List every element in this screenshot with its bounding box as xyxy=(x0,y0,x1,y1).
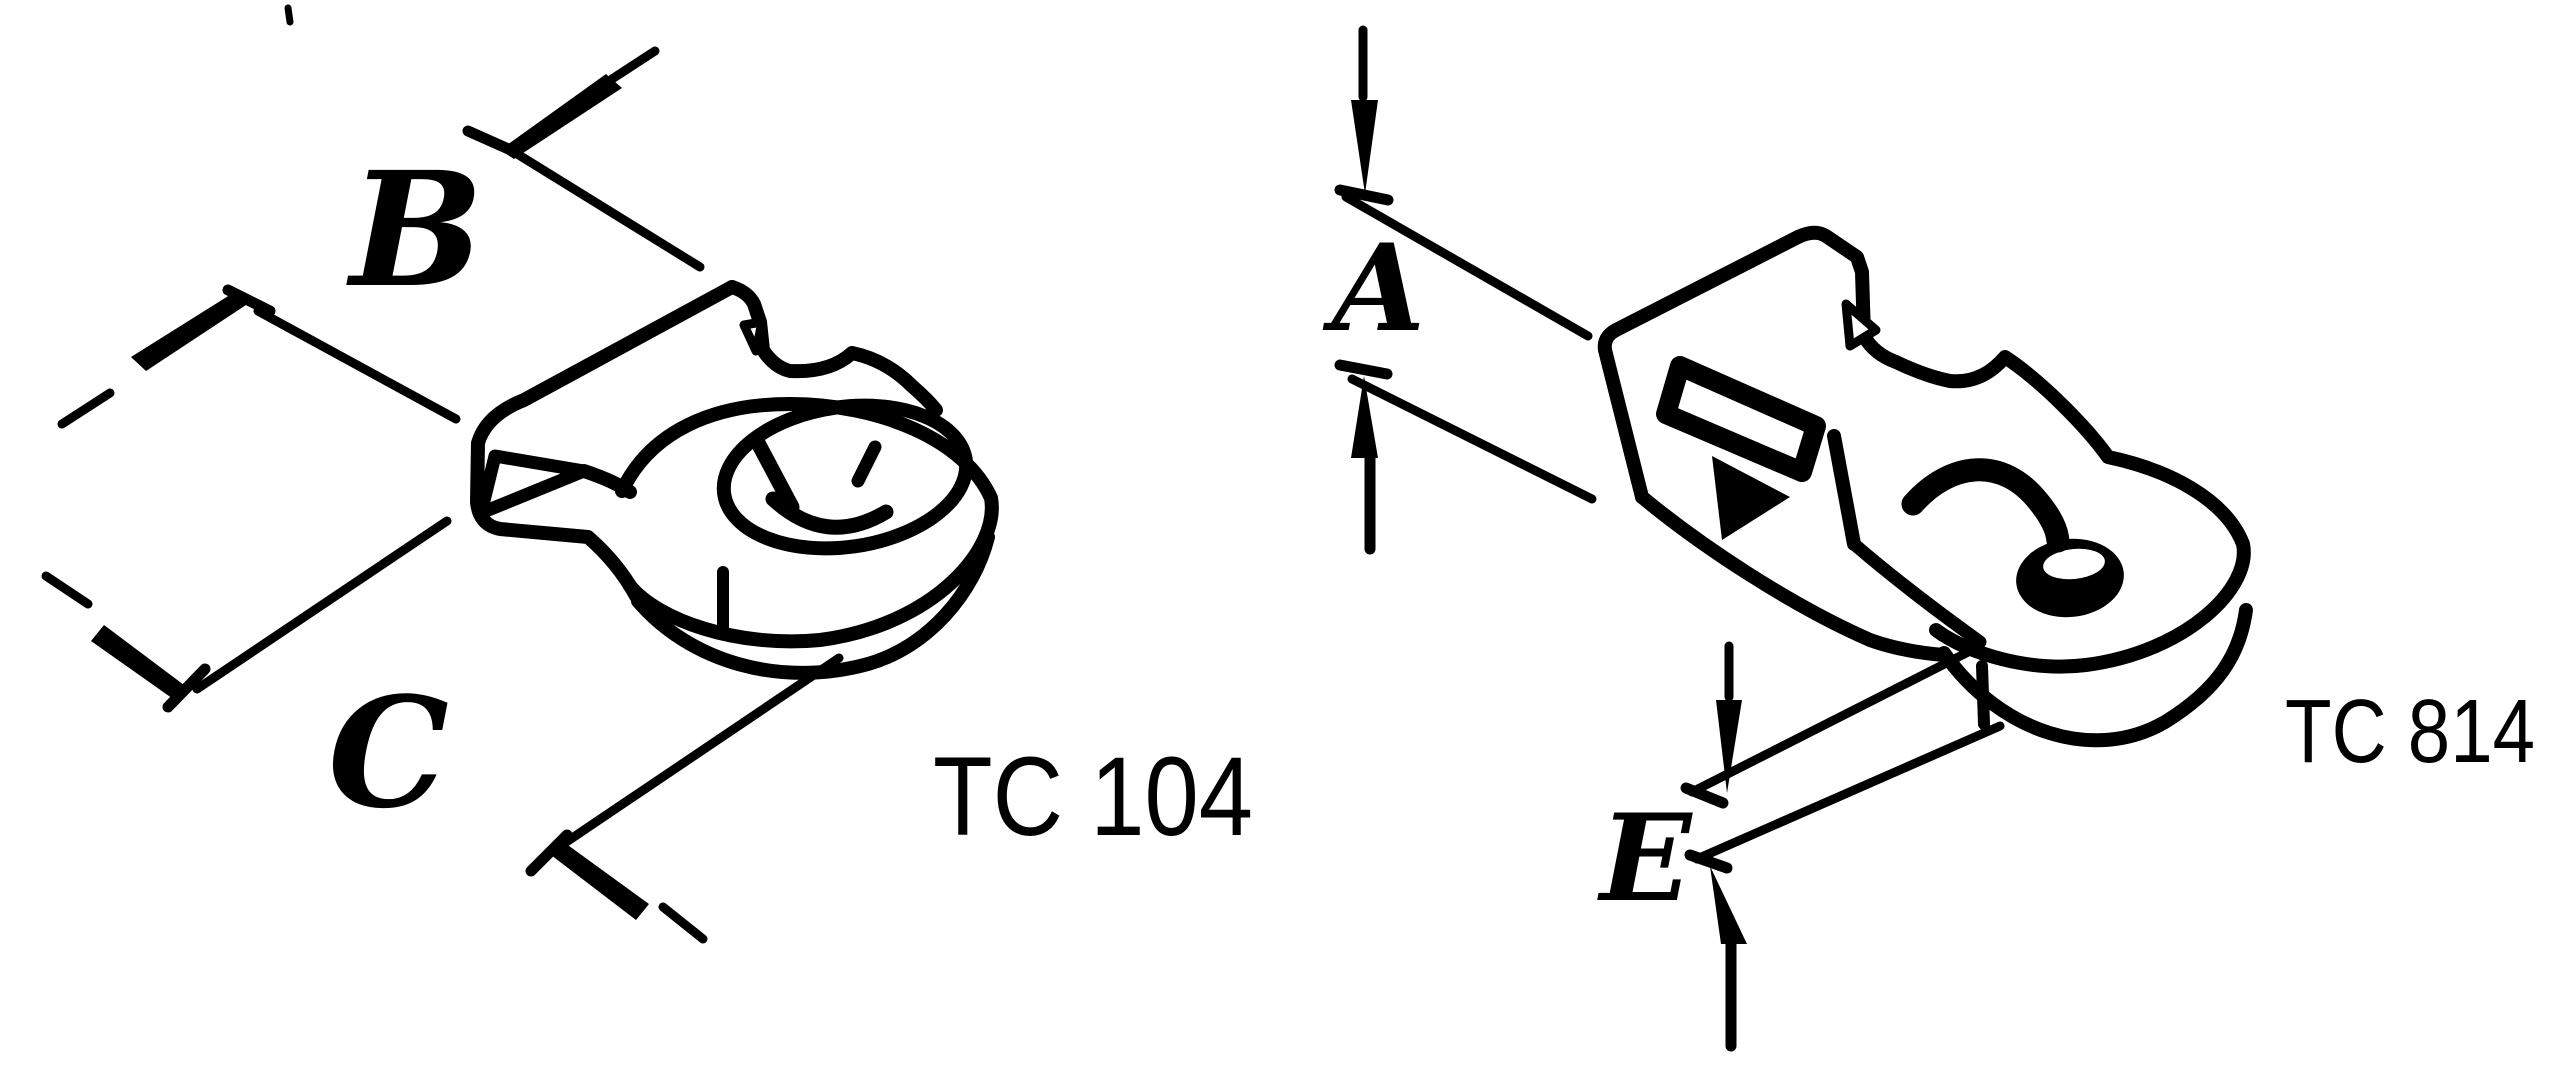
dimension-a-lower-arrowhead xyxy=(1351,376,1378,458)
tc104-countersink-rim xyxy=(716,398,974,556)
dimension-b-lower-arrow-tail xyxy=(57,388,115,429)
tc104-notch-edge xyxy=(725,280,943,417)
dimension-c-label: C xyxy=(328,663,449,842)
tc104-strap-outline xyxy=(470,280,739,603)
tc104-part-number: TC 104 xyxy=(933,734,1253,859)
dimension-c-upper-arrowhead xyxy=(91,625,188,701)
dimension-e-label: E xyxy=(1597,788,1693,929)
print-speck xyxy=(284,4,294,26)
tc814-base-seam-tick xyxy=(1976,660,1990,730)
tc814-dimension-a: A xyxy=(1322,25,1597,555)
tc814-base-thickness-edge xyxy=(1937,603,2253,748)
tc814-head-outline xyxy=(1857,329,2251,674)
dimension-a-upper-arrowhead xyxy=(1351,100,1378,194)
dimension-b-upper-arrow-tail xyxy=(607,46,660,84)
tc814-tie-slot-window xyxy=(1656,356,1826,482)
dimension-a-label: A xyxy=(1322,218,1425,359)
tc104-figure: B C TC 104 xyxy=(41,4,1253,944)
tc814-notch-slot xyxy=(1841,299,1881,351)
tc104-dimension-b: B xyxy=(57,46,705,429)
tc814-figure: A E TC 814 xyxy=(1322,25,2535,1052)
tc814-saddle-outline xyxy=(1597,225,1871,504)
tc814-front-face-left-edge xyxy=(1827,429,1861,551)
dimension-b-upper-tick xyxy=(462,125,519,157)
tc814-passage-floor-edge xyxy=(1847,537,1987,649)
tc104-hook-mouth xyxy=(474,449,591,520)
tc104-notch-slot xyxy=(739,317,767,356)
tc104-dimension-c: C xyxy=(41,516,844,944)
tc104-countersink-spoke-right xyxy=(851,440,882,488)
dimension-a-upper-tick xyxy=(1334,184,1394,206)
dimension-c-extension-line-lower xyxy=(548,653,844,856)
dimension-a-extension-line-upper xyxy=(1341,192,1593,341)
tc814-part-number: TC 814 xyxy=(2285,682,2535,782)
dimension-c-upper-tick xyxy=(162,663,211,713)
dimension-b-extension-line-lower xyxy=(253,306,461,424)
tc814-window-interior-shadow xyxy=(1712,456,1790,540)
dimension-a-extension-line-lower xyxy=(1347,374,1597,504)
tc104-disc-thickness-edge xyxy=(631,530,995,680)
dimension-c-lower-arrow-tail xyxy=(658,902,708,944)
dimension-b-lower-tick xyxy=(222,284,276,317)
dimension-a-lower-tick xyxy=(1334,359,1393,380)
dimension-b-upper-arrowhead xyxy=(500,74,622,159)
dimension-e-lower-arrowhead xyxy=(1710,866,1747,944)
tc814-dimension-e: E xyxy=(1597,641,2005,1052)
dimension-c-upper-arrow-tail xyxy=(41,571,93,609)
tc814-arch xyxy=(1901,458,2070,553)
tc104-disc-outline xyxy=(615,397,999,649)
dimension-c-extension-line-upper xyxy=(192,516,452,694)
tc104-countersink-spoke-left xyxy=(749,433,800,515)
dimension-e-extension-line-upper xyxy=(1687,641,1985,797)
dimension-e-upper-arrowhead xyxy=(1716,700,1742,793)
tc814-screw-hole-highlight xyxy=(2043,548,2105,580)
dimension-e-extension-line-lower xyxy=(1692,721,2005,864)
dimension-b-lower-arrowhead xyxy=(131,293,246,371)
dimension-b-extension-line-upper xyxy=(509,147,705,272)
dimension-b-label: B xyxy=(346,138,484,323)
tc104-inner-hole-arc xyxy=(765,491,894,535)
tc814-base-bottom-edge xyxy=(1635,490,1951,662)
dimension-c-lower-arrowhead xyxy=(551,843,649,920)
